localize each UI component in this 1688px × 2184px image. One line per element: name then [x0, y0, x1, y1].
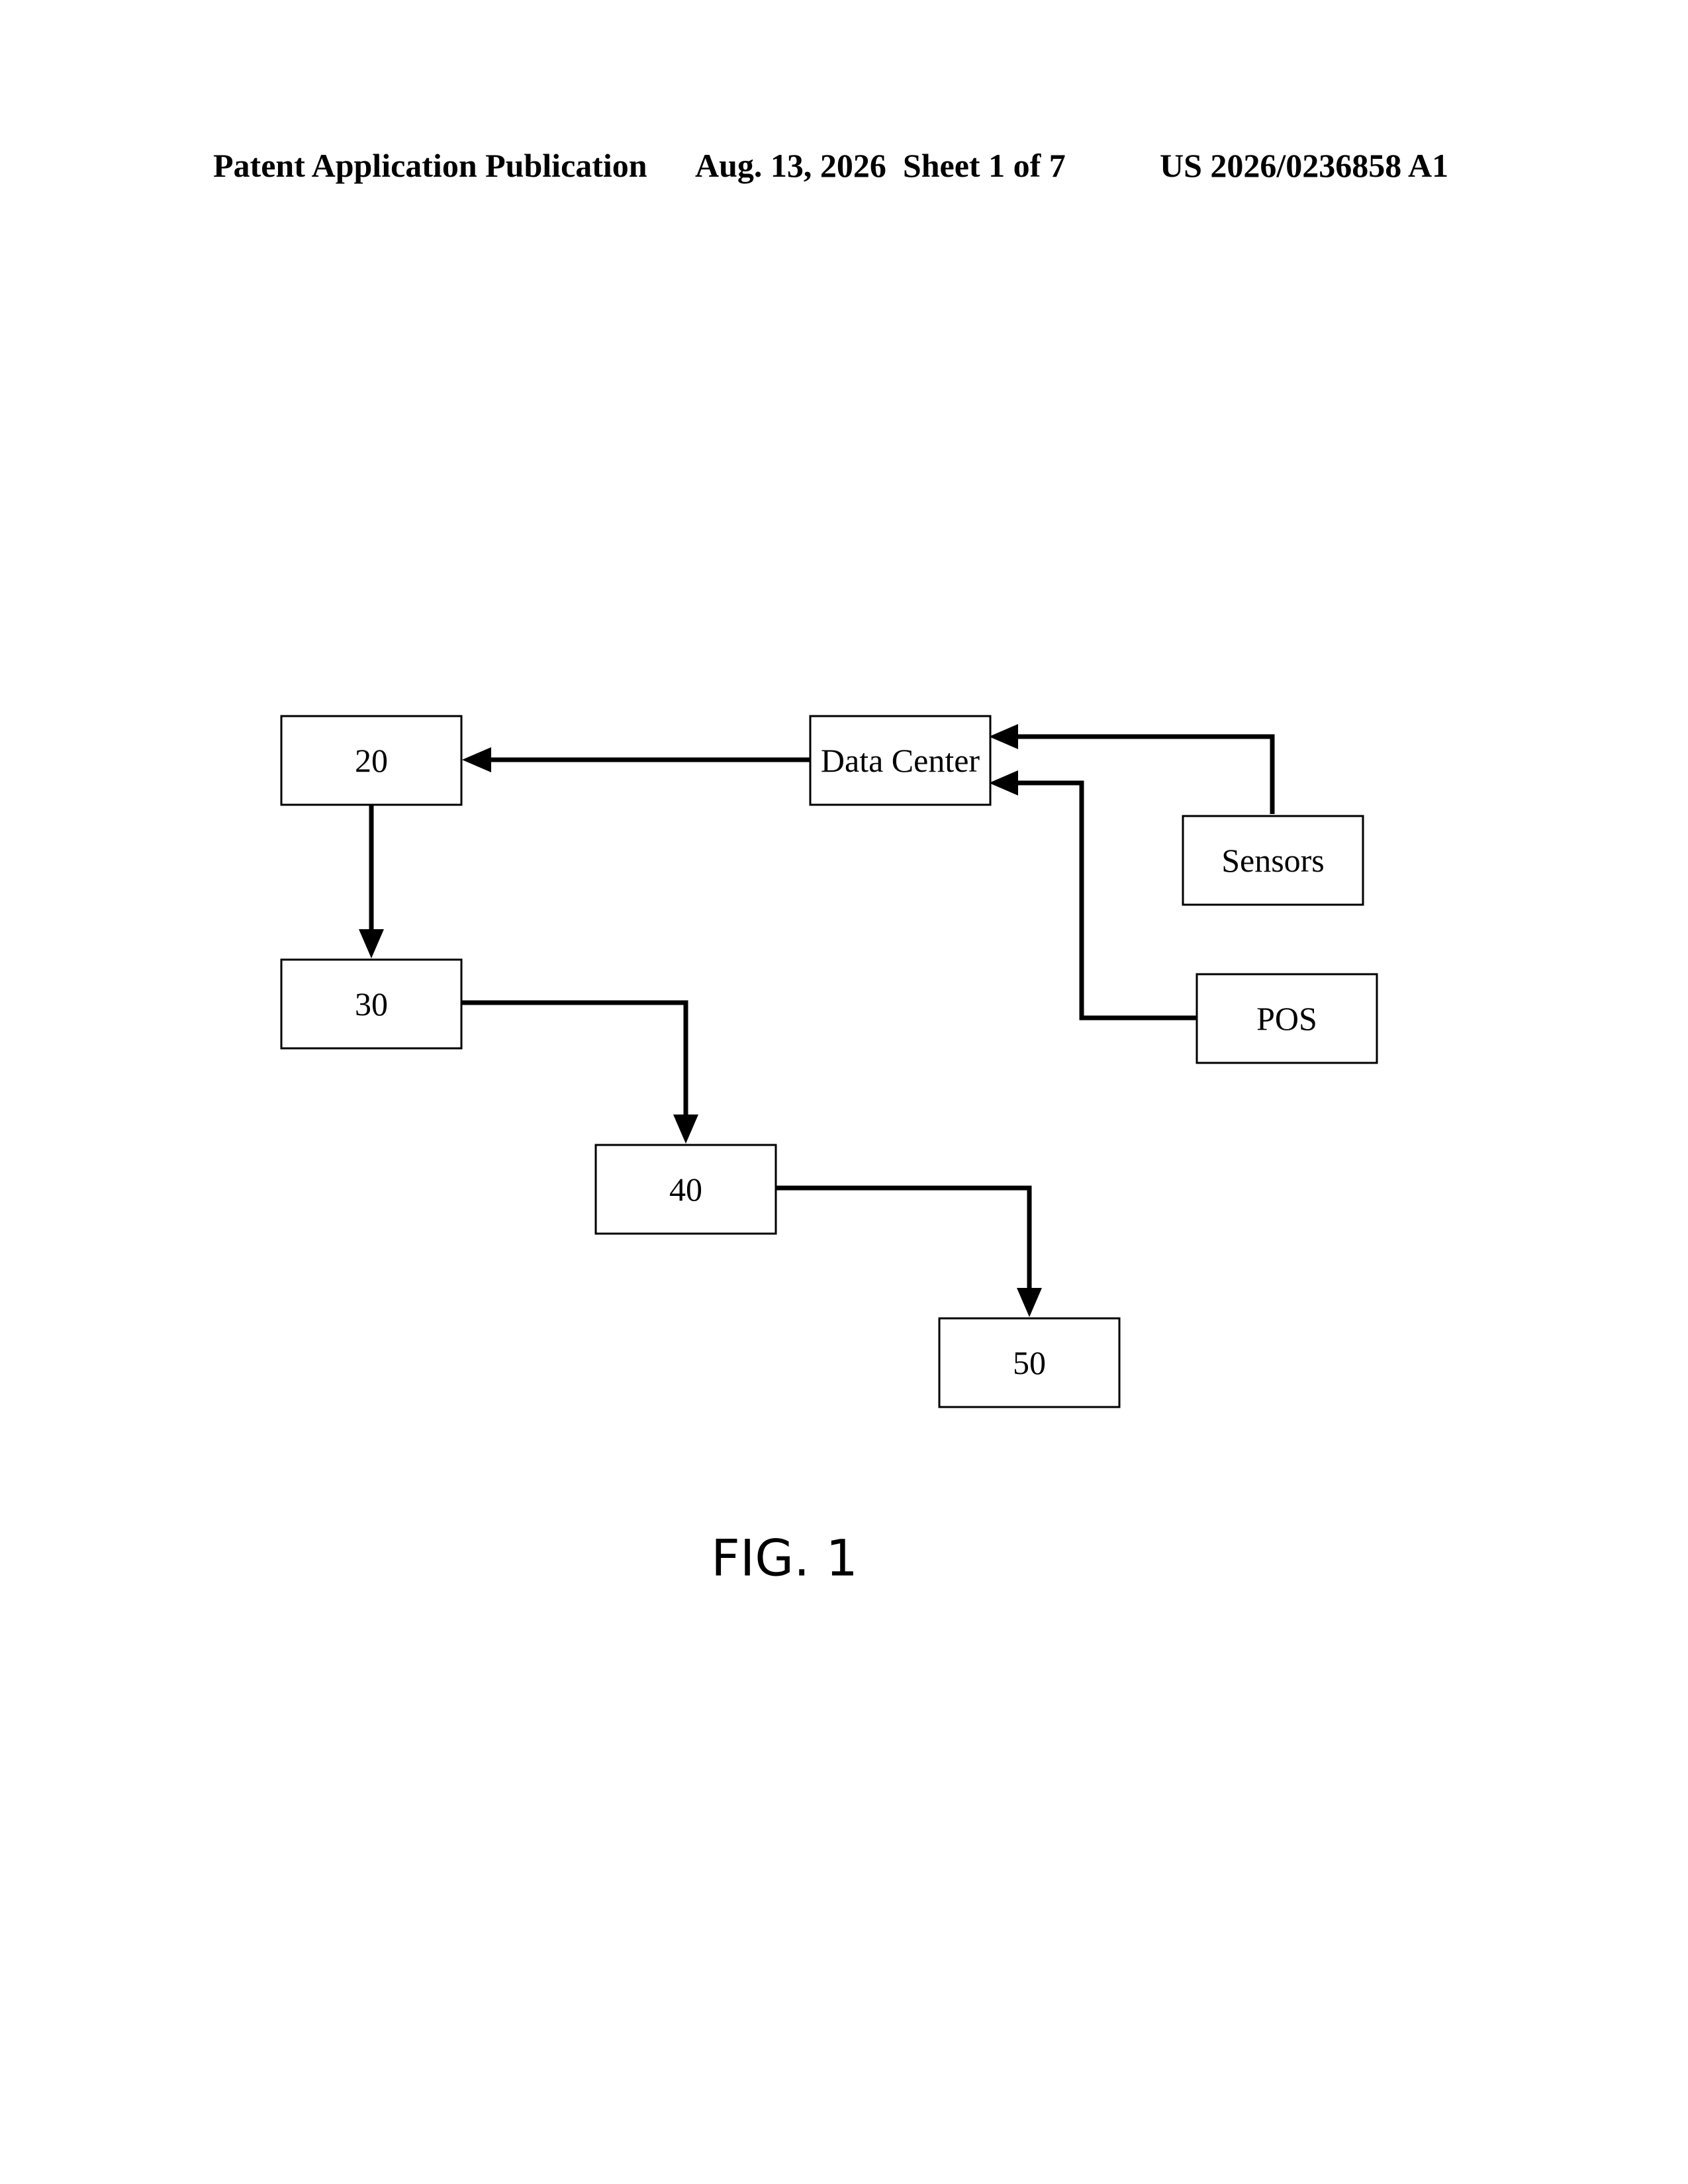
- node-sensors: Sensors: [1183, 816, 1363, 905]
- arrowhead-40-to-50: [1017, 1288, 1042, 1317]
- node-50: 50: [939, 1318, 1119, 1407]
- node-pos: POS: [1197, 974, 1377, 1063]
- node-pos-label: POS: [1256, 1000, 1317, 1037]
- node-30-label: 30: [355, 985, 388, 1023]
- node-sensors-label: Sensors: [1221, 842, 1325, 879]
- figure-label: FIG. 1: [711, 1529, 858, 1588]
- arrowhead-30-to-40: [673, 1115, 698, 1144]
- arrowhead-data-center-to-20: [462, 747, 491, 772]
- edge-30-to-40: [461, 1003, 686, 1125]
- connectors: [359, 724, 1272, 1317]
- node-20: 20: [281, 716, 461, 805]
- arrowhead-sensors-to-data-center: [989, 724, 1018, 749]
- arrowhead-pos-to-data-center: [989, 770, 1018, 796]
- arrowhead-20-to-30: [359, 929, 384, 958]
- edge-sensors-to-data-center: [1006, 737, 1272, 814]
- edge-pos-to-data-center: [1006, 783, 1197, 1018]
- edge-40-to-50: [776, 1188, 1029, 1298]
- node-30: 30: [281, 960, 461, 1048]
- node-data-center: Data Center: [810, 716, 990, 805]
- node-50-label: 50: [1013, 1344, 1046, 1381]
- node-data-center-label: Data Center: [821, 742, 980, 779]
- node-20-label: 20: [355, 742, 388, 779]
- node-40-label: 40: [669, 1171, 702, 1208]
- node-40: 40: [596, 1145, 776, 1234]
